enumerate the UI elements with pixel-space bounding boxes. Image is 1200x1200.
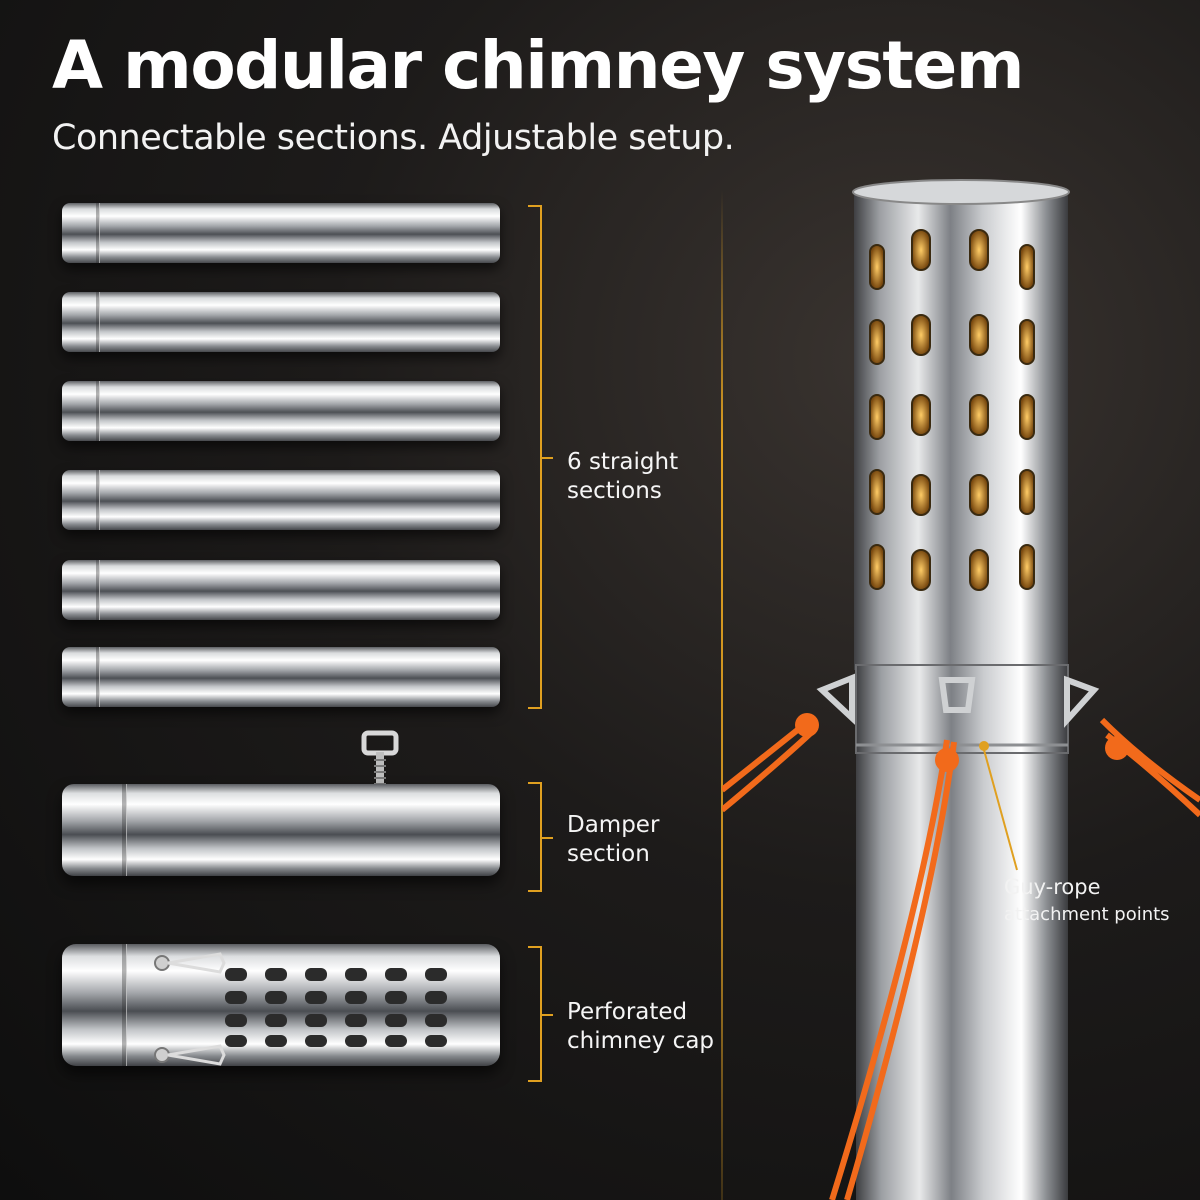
cap-bracket: [528, 946, 553, 1082]
damper-label-line2: section: [567, 841, 650, 867]
perforated-cap-icon: [225, 968, 447, 1047]
straight-section-6: [62, 647, 500, 707]
damper-label-line1: Damper: [567, 812, 660, 838]
straight-section-1: [62, 203, 500, 263]
damper-bracket: [528, 782, 553, 892]
guy-rope-icon: [722, 673, 1200, 1200]
damper-label: Damper section: [567, 811, 737, 869]
cap-label-line1: Perforated: [567, 999, 688, 1025]
callout-line2: attachment points: [1004, 904, 1170, 925]
chimney-pipe-icon: [856, 750, 1068, 1200]
cap-clip-icon: [154, 1044, 226, 1066]
guy-rope-callout: Guy-rope attachment points: [1004, 874, 1200, 928]
assembled-chimney-illustration: [722, 179, 1200, 1200]
straight-sections-label: 6 straight sections: [567, 448, 737, 506]
straight-section-2: [62, 292, 500, 352]
cap-clip-icon: [154, 952, 226, 974]
straight-section-4: [62, 470, 500, 530]
page-subtitle: Connectable sections. Adjustable setup.: [52, 118, 735, 158]
straight-label-line2: sections: [567, 478, 662, 504]
straight-label-line1: 6 straight: [567, 449, 679, 475]
cap-label: Perforated chimney cap: [567, 998, 737, 1056]
cap-label-line2: chimney cap: [567, 1028, 715, 1054]
straight-section-3: [62, 381, 500, 441]
callout-line1: Guy-rope: [1004, 875, 1101, 899]
page-title: A modular chimney system: [52, 27, 1025, 104]
straight-section-5: [62, 560, 500, 620]
straight-sections-bracket: [528, 205, 553, 709]
section-divider: [721, 190, 723, 1200]
damper-section: [62, 784, 500, 876]
